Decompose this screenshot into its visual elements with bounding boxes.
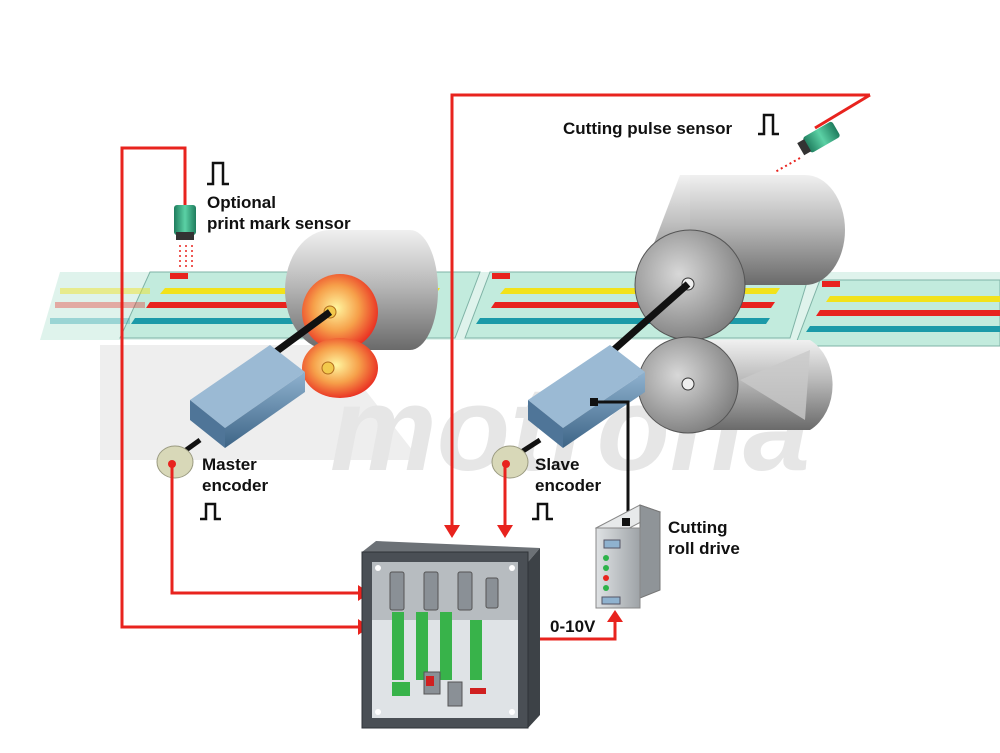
controller-unit	[361, 541, 540, 729]
cutting-label: Cutting	[668, 518, 727, 537]
cutting-pulse-sensor	[774, 121, 840, 173]
slave-encoder-label: encoder	[535, 476, 602, 495]
print-mark	[822, 281, 840, 287]
analog-output-wire	[535, 620, 617, 641]
print-mark	[170, 273, 188, 279]
cutting-roll-pair	[597, 175, 845, 434]
master-encoder-label: encoder	[202, 476, 269, 495]
master-encoder	[156, 345, 305, 479]
pulse-icon	[758, 113, 779, 136]
master-encoder-wire	[170, 465, 358, 595]
encoder-icon	[190, 345, 305, 428]
slave-encoder-wheel	[491, 445, 529, 479]
print-mark-wire	[120, 146, 358, 629]
signal-wires	[120, 93, 871, 641]
pulse-icons	[200, 113, 779, 521]
slave-encoder	[491, 345, 645, 479]
optional-label: Optional	[207, 193, 276, 212]
print-mark	[492, 273, 510, 279]
print-mark-sensor-label: print mark sensor	[207, 214, 351, 233]
cutting-pulse-sensor-label: Cutting pulse sensor	[563, 119, 732, 138]
master-label: Master	[202, 455, 257, 474]
sensor-icon	[174, 205, 196, 235]
cutting-sensor-wire	[450, 93, 870, 527]
pulse-icon	[532, 502, 553, 521]
material-web	[40, 271, 1000, 347]
cutting-roll-drive-label: roll drive	[668, 539, 740, 558]
drive-wire	[596, 400, 630, 520]
labels: Cutting pulse sensor Optional print mark…	[202, 119, 740, 636]
cutting-roll-drive	[594, 504, 662, 609]
pulse-icon	[200, 502, 221, 521]
voltage-label: 0-10V	[550, 617, 596, 636]
print-mark-sensor	[174, 205, 196, 268]
slave-label: Slave	[535, 455, 579, 474]
pulse-icon	[207, 161, 229, 186]
